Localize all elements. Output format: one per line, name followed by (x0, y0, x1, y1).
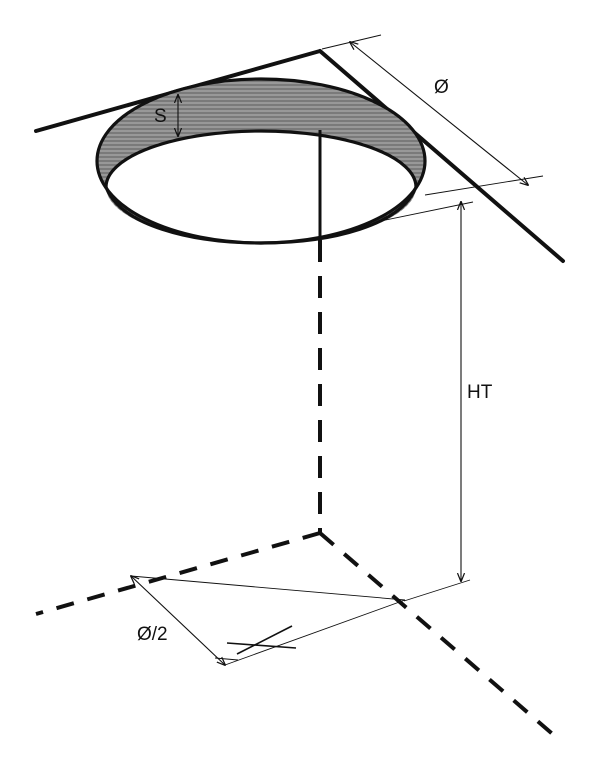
diameter-dimension-line (350, 42, 528, 185)
half-diameter-dimension-line (131, 576, 225, 665)
half-diameter-extension-top (130, 575, 406, 601)
thickness-dimension: S (154, 95, 178, 136)
cross-line-b (226, 642, 297, 649)
diameter-label: Ø (434, 77, 449, 98)
height-extension-bottom (403, 579, 471, 602)
height-extension-top (375, 201, 474, 223)
height-dimension: HT (375, 201, 493, 602)
half-diameter-dimension: Ø/2 (130, 575, 406, 666)
half-diameter-extension-bottom (224, 599, 406, 666)
half-diameter-extension-left (214, 657, 239, 661)
diameter-dimension: Ø (321, 34, 544, 196)
thickness-label: S (154, 106, 167, 127)
floor-axis-left (35, 531, 321, 616)
floor-axis-right (318, 531, 558, 739)
ring-lower-opening (104, 186, 418, 245)
luminaire-ring (95, 77, 427, 245)
floor-target-cross (226, 625, 297, 655)
half-diameter-label: Ø/2 (137, 624, 168, 645)
height-label: HT (467, 382, 493, 403)
cross-line-a (236, 625, 293, 655)
diameter-extension-top (321, 34, 382, 50)
floor-axes (35, 531, 558, 739)
